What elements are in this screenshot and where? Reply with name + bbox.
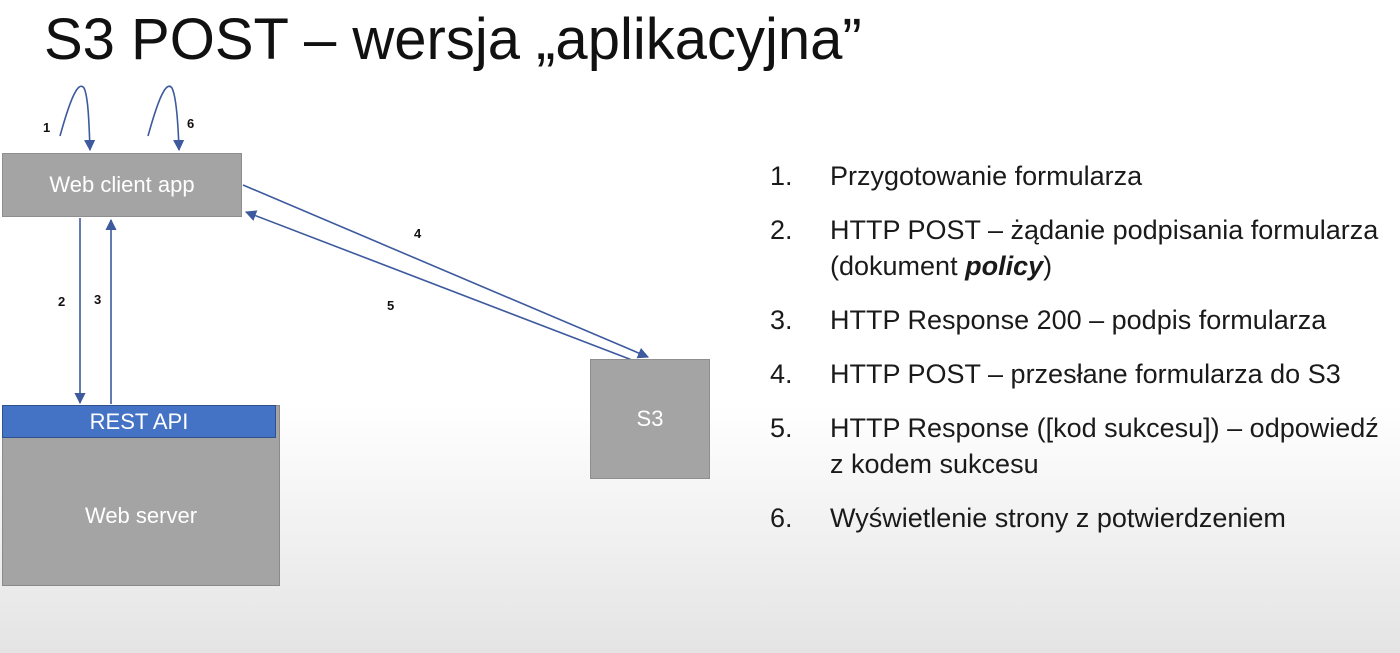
arrow-label-1: 1: [43, 120, 51, 135]
s3-node: S3: [590, 359, 710, 479]
step-text: HTTP POST – żądanie podpisania formularz…: [830, 212, 1390, 284]
arrow-1: [59, 85, 96, 152]
arrow-label-5: 5: [387, 298, 395, 313]
step-number: 6.: [770, 503, 793, 533]
list-item: 3. HTTP Response 200 – podpis formularza: [770, 302, 1390, 338]
step-text: Przygotowanie formularza: [830, 161, 1143, 191]
step-text: Wyświetlenie strony z potwierdzeniem: [830, 503, 1286, 533]
list-item: 1. Przygotowanie formularza: [770, 158, 1390, 194]
arrow-5: [244, 210, 633, 361]
policy-emphasis: policy: [965, 251, 1044, 281]
step-text-part: HTTP POST – żądanie podpisania formularz…: [830, 215, 1379, 281]
step-number: 1.: [770, 161, 793, 191]
rest-api-node: REST API: [2, 405, 276, 438]
step-number: 5.: [770, 413, 793, 443]
step-text: HTTP Response ([kod sukcesu]) – odpowied…: [830, 413, 1379, 479]
steps-list: 1. Przygotowanie formularza 2. HTTP POST…: [770, 158, 1390, 554]
step-number: 2.: [770, 215, 793, 245]
arrow-label-6: 6: [187, 116, 195, 131]
list-item: 6. Wyświetlenie strony z potwierdzeniem: [770, 500, 1390, 536]
step-text-part: ): [1043, 251, 1053, 281]
arrow-label-4: 4: [414, 226, 422, 241]
arrow-4: [242, 184, 650, 359]
arrow-label-3: 3: [94, 292, 102, 307]
web-client-app-node: Web client app: [2, 153, 242, 217]
list-item: 2. HTTP POST – żądanie podpisania formul…: [770, 212, 1390, 284]
arrow-label-2: 2: [58, 294, 66, 309]
step-number: 3.: [770, 305, 793, 335]
slide-title: S3 POST – wersja „aplikacyjna”: [44, 7, 862, 72]
step-text: HTTP Response 200 – podpis formularza: [830, 305, 1327, 335]
step-text: HTTP POST – przesłane formularza do S3: [830, 359, 1341, 389]
list-item: 5. HTTP Response ([kod sukcesu]) – odpow…: [770, 410, 1390, 482]
flow-diagram: [59, 85, 650, 405]
step-number: 4.: [770, 359, 793, 389]
arrow-6: [147, 85, 185, 152]
list-item: 4. HTTP POST – przesłane formularza do S…: [770, 356, 1390, 392]
